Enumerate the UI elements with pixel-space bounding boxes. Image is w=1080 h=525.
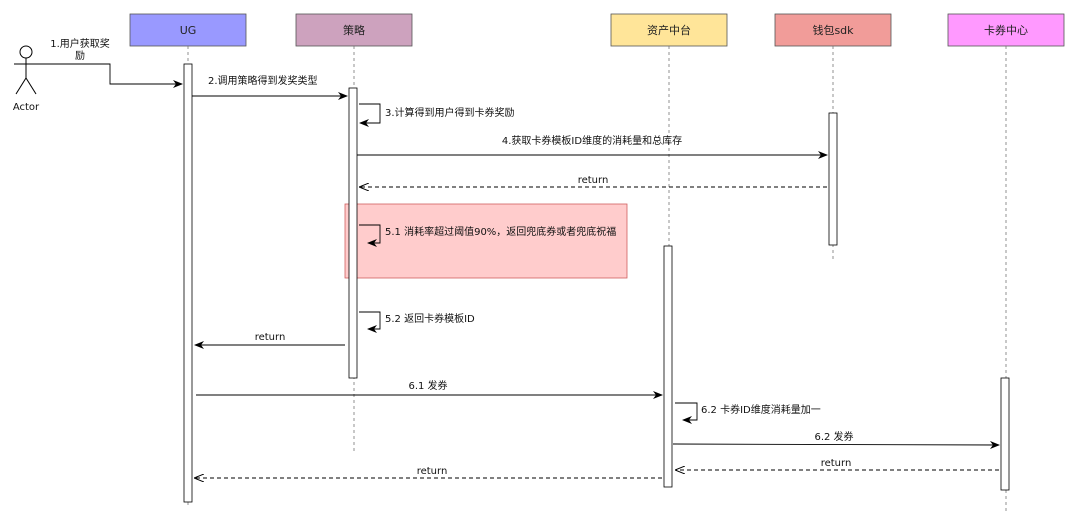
message-1-label-line1: 1.用户获取奖 — [50, 37, 110, 50]
activation-strategy — [348, 87, 358, 379]
activation-asset — [663, 245, 673, 488]
message-2-label: 2.调用策略得到发奖类型 — [208, 74, 318, 87]
participant-strategy-label: 策略 — [343, 23, 365, 37]
message-4-return: return — [360, 175, 827, 187]
highlight-box — [344, 203, 628, 279]
message-6-2-self: 6.2 卡券ID维度消耗量加一 — [675, 402, 821, 424]
message-4: 4.获取卡券模板ID维度的消耗量和总库存 — [357, 134, 828, 159]
message-6-2-self-label: 6.2 卡券ID维度消耗量加一 — [701, 403, 821, 416]
participant-wallet-label: 钱包sdk — [812, 23, 854, 37]
message-1-label-line2: 励 — [75, 49, 85, 62]
message-1: 1.用户获取奖 励 — [38, 37, 183, 88]
message-4-return-label: return — [578, 175, 609, 186]
participant-coupon-label: 卡券中心 — [984, 23, 1028, 37]
message-6-return-label: return — [417, 466, 448, 477]
lifelines — [187, 46, 1007, 512]
message-6-1-label: 6.1 发券 — [408, 379, 447, 392]
message-3: 3.计算得到用户得到卡券奖励 — [359, 103, 515, 127]
message-5-1-label: 5.1 消耗率超过阈值90%，返回兜底券或者兜底祝福 — [385, 225, 616, 238]
message-3-label: 3.计算得到用户得到卡券奖励 — [385, 106, 515, 119]
activation-wallet — [828, 112, 838, 246]
message-2: 2.调用策略得到发奖类型 — [192, 74, 348, 100]
message-6-2-send-label: 6.2 发券 — [814, 430, 853, 443]
message-5-return-label: return — [255, 332, 286, 343]
participant-coupon: 卡券中心 — [947, 13, 1065, 47]
message-6-return: return — [195, 466, 662, 478]
message-6-2-return-label: return — [821, 458, 852, 469]
participant-asset: 资产中台 — [610, 13, 728, 47]
message-5-2: 5.2 返回卡券模板ID — [359, 311, 475, 333]
message-6-2-return: return — [676, 458, 999, 470]
participant-ug-label: UG — [180, 24, 197, 37]
actor: Actor — [13, 45, 40, 113]
message-5-1: 5.1 消耗率超过阈值90%，返回兜底券或者兜底祝福 — [359, 224, 616, 247]
participant-strategy: 策略 — [295, 13, 413, 47]
participant-asset-label: 资产中台 — [647, 23, 691, 37]
activations — [183, 63, 1010, 503]
message-4-label: 4.获取卡券模板ID维度的消耗量和总库存 — [502, 134, 682, 147]
message-6-2-send: 6.2 发券 — [672, 430, 1000, 449]
participant-ug: UG — [129, 13, 247, 47]
message-5-2-label: 5.2 返回卡券模板ID — [385, 312, 475, 325]
message-5-return: return — [194, 332, 345, 349]
message-6-1: 6.1 发券 — [196, 379, 663, 399]
activation-ug — [183, 63, 193, 503]
activation-coupon — [1000, 377, 1010, 491]
participant-wallet: 钱包sdk — [774, 13, 892, 47]
actor-label: Actor — [13, 102, 40, 113]
